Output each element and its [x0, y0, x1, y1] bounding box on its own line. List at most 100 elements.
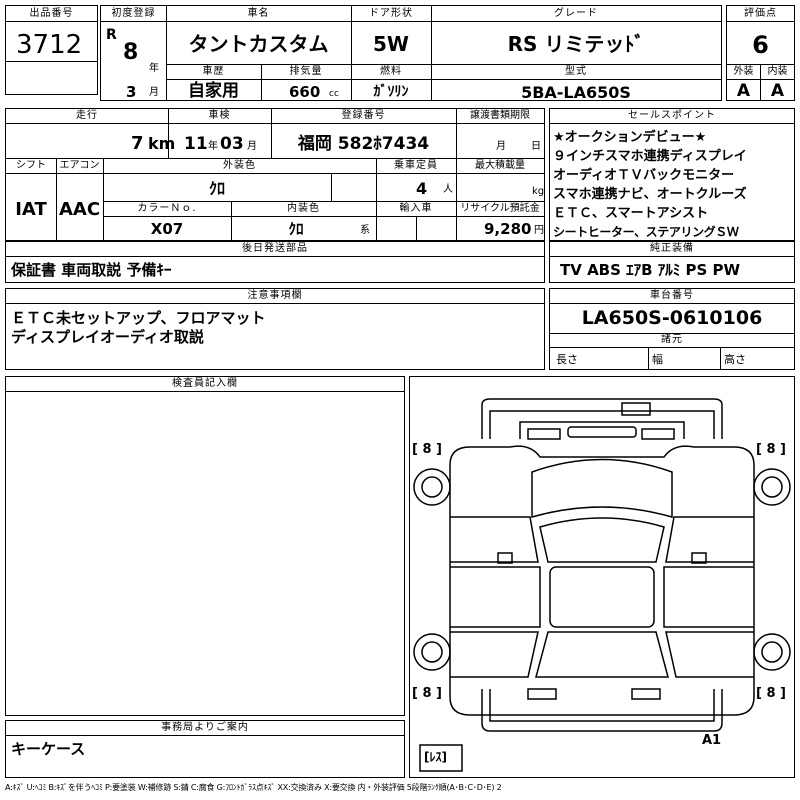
color-number: X07: [150, 220, 184, 238]
capacity: 4: [416, 179, 428, 198]
inspection-month: 03: [220, 134, 244, 154]
door-type: 5W: [373, 32, 409, 56]
grade: RS リミテッﾄﾞ: [507, 32, 645, 56]
chassis-number: LA650S-0610106: [581, 307, 763, 329]
car-diagram-box: [ 8 ] [ 8 ] [ 8 ] [ 8 ] A1 [ﾚｽ]: [409, 376, 795, 778]
grade-label: グレード: [554, 8, 598, 19]
sales-point-line: ★オークションデビュー★: [553, 130, 707, 145]
recycle-fee: 9,280: [484, 220, 532, 238]
transfer-day-unit: 日: [531, 141, 541, 152]
equipment: TV ABS ｴｱB ｱﾙﾐ PS PW: [560, 261, 741, 279]
capacity-label: 乗車定員: [394, 160, 438, 171]
displacement-label: 排気量: [289, 66, 323, 77]
month-unit: 月: [149, 87, 159, 98]
model-label: 型式: [565, 66, 587, 77]
notes-line: ＥＴＣ未セットアップ、フロアマット: [11, 309, 266, 327]
office-note: キーケース: [11, 740, 86, 758]
exterior-label: 外装: [733, 66, 754, 77]
model: 5BA-LA650S: [521, 83, 631, 102]
notes-label: 注意事項欄: [247, 290, 303, 301]
chassis-label: 車台番号: [650, 290, 694, 301]
inspector-box: 検査員記入欄: [5, 376, 405, 716]
int-color-label: 内装色: [287, 203, 320, 214]
details-box: 走行 車検 登録番号 譲渡書類期限 7 km 11 年 03 月 福岡 582ﾎ…: [5, 108, 545, 241]
tire-rear-left: [ 8 ]: [412, 686, 442, 701]
office-label: 事務局よりご案内: [161, 722, 249, 733]
transfer-label: 譲渡書類期限: [470, 110, 530, 121]
office-box: 事務局よりご案内 キーケース: [5, 720, 405, 778]
ac-label: エアコン: [59, 160, 100, 171]
recycle-label: リサイクル預託金: [460, 203, 540, 214]
air-conditioner: AAC: [58, 199, 101, 220]
inspector-label: 検査員記入欄: [172, 378, 238, 389]
color-no-label: カラーＮｏ.: [137, 203, 197, 214]
inspection-month-unit: 月: [247, 141, 257, 152]
era: R: [106, 27, 117, 43]
lot-number-label: 出品番号: [29, 8, 74, 19]
score-box: 評価点 6 外装 内装 A A: [726, 5, 795, 101]
year-unit: 年: [149, 63, 159, 74]
history: 自家用: [188, 81, 239, 101]
capacity-unit: 人: [443, 184, 453, 195]
shift: IAT: [15, 199, 47, 220]
registration-number: 福岡 582ﾎ7434: [297, 134, 430, 154]
door-label: ドア形状: [369, 8, 413, 19]
later-parts-box: 後日発送部品 保証書 車両取説 予備ｷｰ: [5, 241, 545, 283]
mileage: 7: [131, 133, 144, 154]
fuel: ｶﾞｿﾘﾝ: [373, 84, 409, 100]
sales-point-line: オーディオＴＶバックモニター: [553, 168, 735, 183]
tire-rear-right: [ 8 ]: [756, 686, 786, 701]
height-label: 高さ: [724, 353, 746, 366]
interior-grade: A: [770, 81, 785, 101]
sales-points-label: セールスポイント: [628, 110, 716, 121]
exterior-grade: A: [736, 81, 751, 101]
damage-mark: A1: [702, 733, 722, 748]
legend: A:ｷｽﾞ U:ﾍｺﾐ B:ｷｽﾞを伴うﾍｺﾐ P:要塗装 W:補修跡 S:錆 …: [5, 783, 502, 792]
later-parts-label: 後日発送部品: [242, 243, 308, 254]
inspection-label: 車検: [208, 110, 231, 121]
interior-label: 内装: [767, 66, 788, 77]
mileage-unit: km: [148, 134, 176, 153]
sales-points-box: セールスポイント ★オークションデビュー★ ９インチスマホ連携ディスプレイ オー…: [549, 108, 795, 241]
car-diagram: [413, 398, 791, 772]
displacement-unit: cc: [329, 89, 339, 99]
transfer-month-unit: 月: [496, 141, 506, 152]
lot-number-box: 出品番号 3712: [5, 5, 98, 95]
sales-point-line: スマホ連携ナビ、オートクルーズ: [553, 187, 747, 202]
ext-color-label: 外装色: [223, 160, 256, 171]
import-label: 輸入車: [399, 203, 433, 214]
equipment-label: 純正装備: [650, 243, 694, 254]
fuel-label: 燃料: [380, 66, 402, 77]
lot-number: 3712: [16, 30, 83, 60]
int-color: ｸﾛ: [288, 220, 304, 238]
score-label: 評価点: [744, 8, 777, 19]
sales-point-line: シートヒーター、ステアリングＳＷ: [553, 225, 739, 239]
reg-year: 8: [123, 40, 139, 65]
sales-point-line: ９インチスマホ連携ディスプレイ: [553, 149, 747, 164]
mileage-label: 走行: [76, 110, 98, 121]
history-label: 車歴: [202, 66, 225, 77]
int-color-unit: 系: [360, 225, 370, 236]
length-label: 長さ: [556, 353, 578, 366]
dims-label: 諸元: [661, 334, 683, 345]
first-reg-label: 初度登録: [111, 8, 156, 19]
later-parts: 保証書 車両取説 予備ｷｰ: [11, 261, 172, 279]
inspection-year: 11: [184, 134, 208, 154]
tire-front-right: [ 8 ]: [756, 442, 786, 457]
ext-color: ｸﾛ: [208, 179, 225, 198]
car-name-label: 車名: [247, 8, 270, 19]
recycle-unit: 円: [534, 225, 544, 236]
notes-line: ディスプレイオーディオ取説: [11, 328, 204, 346]
max-load-unit: kg: [532, 186, 545, 197]
inspection-year-unit: 年: [208, 141, 218, 152]
reg-month: 3: [126, 83, 137, 101]
vehicle-info-box: 初度登録 R 8 年 3 月 車名 タントカスタム ドア形状 5W グレード R…: [100, 5, 722, 101]
notes-box: 注意事項欄 ＥＴＣ未セットアップ、フロアマット ディスプレイオーディオ取説: [5, 288, 545, 370]
tire-front-left: [ 8 ]: [412, 442, 442, 457]
displacement: 660: [289, 83, 321, 101]
chassis-box: 車台番号 LA650S-0610106 諸元 長さ 幅 高さ: [549, 288, 795, 370]
score: 6: [752, 31, 769, 59]
equipment-box: 純正装備 TV ABS ｴｱB ｱﾙﾐ PS PW: [549, 241, 795, 283]
width-label: 幅: [652, 353, 663, 366]
shift-label: シフト: [16, 160, 46, 171]
